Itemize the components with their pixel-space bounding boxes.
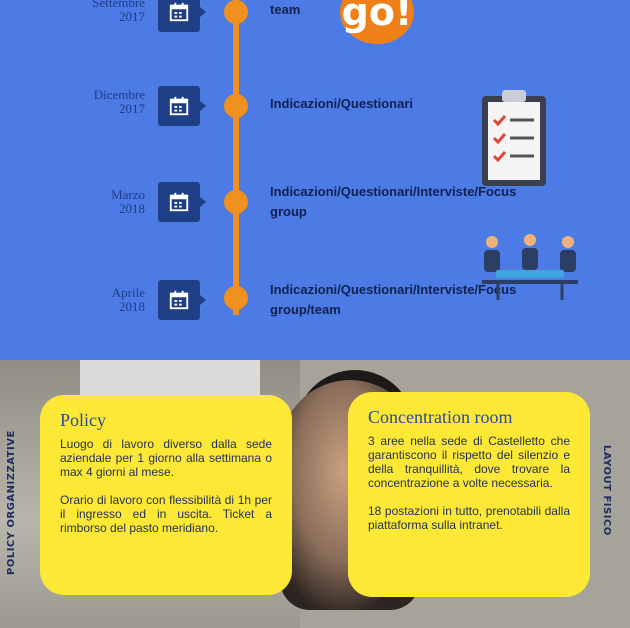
timeline-line: [233, 0, 239, 315]
timeline-dot: [224, 190, 248, 214]
calendar-icon: [158, 86, 206, 126]
policy-card: Policy Luogo di lavoro diverso dalla sed…: [40, 395, 292, 595]
meeting-group-icon: [482, 234, 578, 300]
clipboard-icon: [482, 90, 546, 186]
timeline-dot: [224, 0, 248, 24]
concentration-paragraph: 18 postazioni in tutto, prenotabili dall…: [368, 504, 570, 532]
policy-body: Luogo di lavoro diverso dalla sede azien…: [60, 437, 272, 535]
timeline-date: Aprile 2018: [111, 285, 145, 314]
concentration-room-card: Concentration room 3 aree nella sede di …: [348, 392, 590, 597]
timeline-row: Settembre 2017 team: [0, 0, 630, 38]
timeline-date: Dicembre 2017: [93, 87, 145, 116]
timeline-date: Settembre 2017: [92, 0, 145, 24]
timeline-text: team: [270, 2, 301, 17]
timeline-row: Dicembre 2017 Indicazioni/Questionari: [0, 78, 630, 138]
concentration-room-body: 3 aree nella sede di Castelletto che gar…: [368, 434, 570, 532]
photo-window: [80, 360, 260, 400]
side-label-policy: POLICY ORGANIZZATIVE: [6, 430, 17, 575]
concentration-room-title: Concentration room: [368, 407, 513, 427]
timeline-dot: [224, 94, 248, 118]
timeline-text: Indicazioni/Questionari: [270, 96, 414, 111]
policy-title: Policy: [60, 410, 107, 430]
timeline-section: go! Settembre 2017 team Dicembre 2017 In…: [0, 0, 630, 336]
timeline-dot: [224, 286, 248, 310]
timeline-row: Aprile 2018 Indicazioni/Questionari/Inte…: [0, 276, 630, 336]
side-label-layout: LAYOUT FISICO: [601, 445, 612, 536]
policy-paragraph: Luogo di lavoro diverso dalla sede azien…: [60, 437, 272, 479]
calendar-icon: [158, 280, 206, 320]
timeline-date: Marzo 2018: [111, 187, 145, 216]
concentration-paragraph: 3 aree nella sede di Castelletto che gar…: [368, 434, 570, 490]
policy-paragraph: Orario di lavoro con flessibilità di 1h …: [60, 493, 272, 535]
timeline-text: Indicazioni/Questionari/Interviste/Focus…: [270, 282, 517, 317]
timeline-text: Indicazioni/Questionari/Interviste/Focus…: [270, 184, 517, 219]
calendar-icon: [158, 182, 206, 222]
calendar-icon: [158, 0, 206, 32]
timeline-row: Marzo 2018 Indicazioni/Questionari/Inter…: [0, 170, 630, 230]
